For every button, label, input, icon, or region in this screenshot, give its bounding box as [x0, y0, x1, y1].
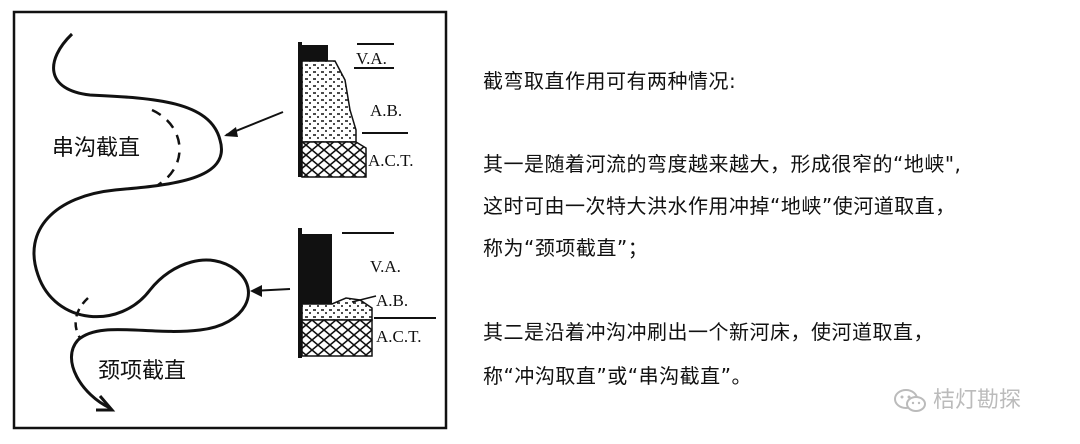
lower-cutoff-label: 颈项截直 [98, 359, 186, 384]
lower-pointer-arrow [250, 285, 291, 297]
watermark-text: 桔灯勘探 [933, 388, 1022, 413]
para2-line1: 其二是沿着冲沟冲刷出一个新河床，使河道取直， [483, 320, 934, 344]
intro-text: 截弯取直作用可有两种情况: [483, 69, 737, 93]
river-cutoff-diagram: 串沟截直 颈项截直 V.A. A.B. A.C.T. V.A. A.B. A.C… [12, 10, 448, 430]
upper-pointer-arrow [224, 111, 284, 137]
upper-cutoff-label: 串沟截直 [52, 136, 140, 161]
wechat-icon [894, 389, 926, 412]
river-channel [32, 32, 250, 410]
para1-line1: 其一是随着河流的弯度越来越大，形成很窄的“地峡", [483, 152, 962, 176]
upper-va-label: V.A. [356, 49, 387, 68]
upper-ab-label: A.B. [370, 101, 402, 120]
figure-frame [12, 10, 448, 430]
river-flow-arrow [96, 395, 116, 412]
upper-section-column [298, 42, 408, 178]
lower-va-label: V.A. [370, 257, 401, 276]
watermark: 桔灯勘探 [893, 382, 1021, 414]
lower-ab-label: A.B. [376, 291, 408, 310]
lower-cutoff-dashed [74, 297, 89, 339]
para1-line3: 称为“颈项截直”； [483, 236, 649, 260]
para2-line2: 称“冲沟取直”或“串沟截直”。 [483, 364, 752, 388]
upper-cutoff-dashed [151, 108, 181, 187]
para1-line2: 这时可由一次特大洪水作用冲掉“地峡”使河道取直， [483, 194, 956, 218]
lower-act-label: A.C.T. [376, 327, 422, 346]
lower-section-column [298, 228, 436, 358]
upper-act-label: A.C.T. [368, 151, 414, 170]
